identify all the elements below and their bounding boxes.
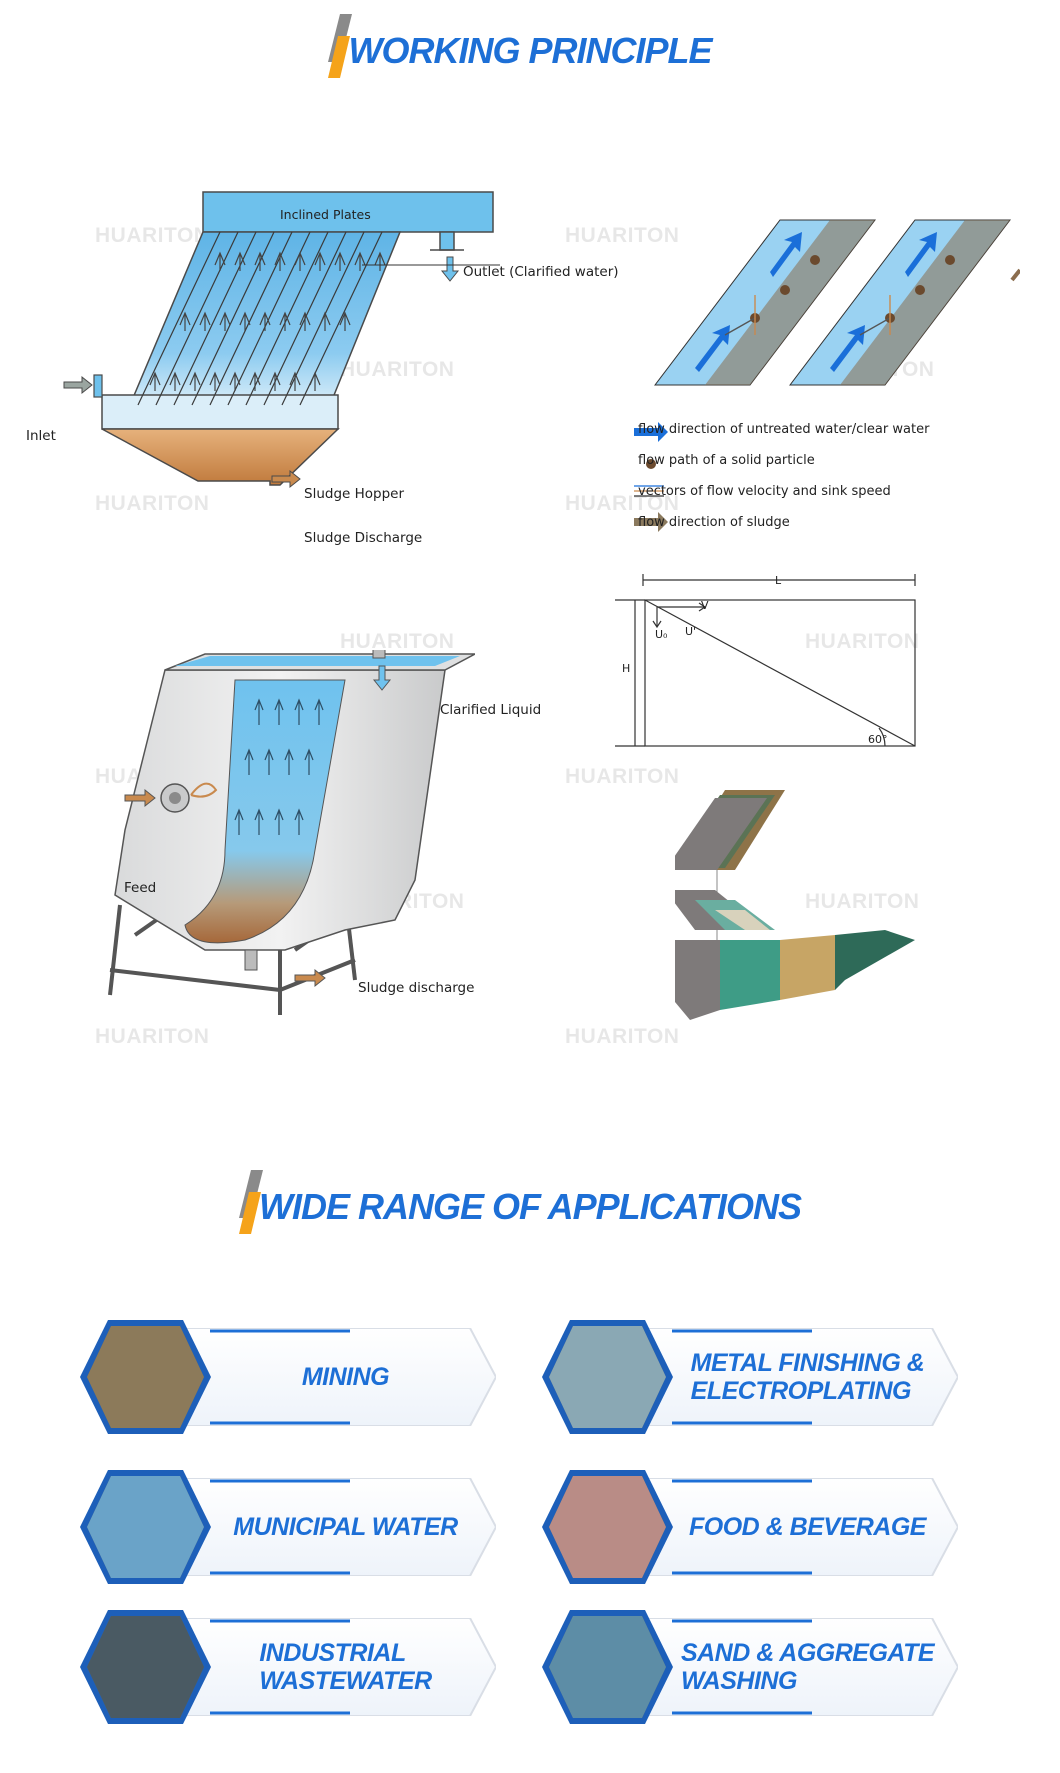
watermark: HUARITON: [95, 492, 210, 515]
legend-item-water: flow direction of untreated water/clear …: [638, 422, 930, 437]
settler-3d-diagram: [108, 650, 475, 1015]
particle-dot-icon: [646, 459, 656, 469]
sand-aggregate-photo-icon: [542, 1610, 673, 1724]
application-label-line2: WASTEWATER: [259, 1667, 432, 1695]
geo-U0-label: U₀: [655, 628, 668, 641]
legend-item-particle: flow path of a solid particle: [638, 453, 815, 468]
application-label-line2: ELECTROPLATING: [690, 1377, 912, 1405]
legend-icons: [634, 422, 668, 532]
geo-V-label: V: [701, 599, 709, 612]
title-deco-icon: [238, 1170, 263, 1234]
application-card-3[interactable]: MUNICIPAL WATER: [78, 1468, 498, 1586]
watermark: HUARITON: [805, 890, 920, 913]
card-banner: [632, 1478, 958, 1576]
application-card-5[interactable]: INDUSTRIAL WASTEWATER: [78, 1608, 498, 1726]
application-label-line1: METAL FINISHING &: [690, 1349, 925, 1377]
application-label-line2: WASHING: [680, 1667, 797, 1695]
section-title-text: WORKING PRINCIPLE: [348, 30, 712, 71]
watermark: HUARITON: [565, 765, 680, 788]
application-label-line1: MUNICIPAL WATER: [233, 1513, 458, 1541]
working-principle-heading: WORKING PRINCIPLE: [0, 14, 1060, 78]
mining-photo-icon: [80, 1320, 211, 1434]
vector-arrows-icon: [634, 485, 664, 497]
application-card-1[interactable]: MINING: [78, 1318, 498, 1436]
geo-angle-label: 60°: [868, 733, 888, 746]
watermark: HUARITON: [565, 1025, 680, 1048]
sludge-arrow-icon: [634, 512, 668, 532]
municipal-water-photo-icon: [80, 1470, 211, 1584]
geometry-diagram: [615, 574, 916, 747]
watermark: HUARITON: [565, 224, 680, 247]
card-banner: [632, 1618, 958, 1716]
title-deco-icon: [328, 14, 353, 78]
section-title-text: WIDE RANGE OF APPLICATIONS: [258, 1186, 802, 1227]
geo-H-label: H: [622, 662, 631, 675]
application-label-line1: MINING: [301, 1363, 390, 1391]
legend-item-sludge: flow direction of sludge: [638, 515, 790, 530]
outlet-label: Outlet (Clarified water): [463, 264, 619, 280]
geo-L-label: L: [775, 574, 782, 587]
metal-finishing-photo-icon: [542, 1320, 673, 1434]
inclined-plates-label: Inclined Plates: [280, 207, 371, 222]
watermark: HUARITON: [805, 630, 920, 653]
feed-label: Feed: [124, 880, 157, 896]
sludge-hopper-label: Sludge Hopper: [304, 486, 405, 502]
application-card-4[interactable]: FOOD & BEVERAGE: [540, 1468, 960, 1586]
geo-U1-label: U': [685, 625, 697, 638]
inlet-label: Inlet: [26, 428, 56, 444]
card-banner: [170, 1328, 496, 1426]
layered-plates-illustration: [675, 790, 915, 1020]
watermark: HUARITON: [340, 630, 455, 653]
plate-detail-diagram: [653, 219, 1020, 386]
watermark: HUARITON: [95, 1025, 210, 1048]
application-label: SAND & AGGREGATE WASHING: [675, 1608, 940, 1726]
legend-item-vectors: vectors of flow velocity and sink speed: [638, 484, 891, 499]
watermark: HUARITON: [565, 492, 680, 515]
application-label: MUNICIPAL WATER: [213, 1468, 478, 1586]
application-label: INDUSTRIAL WASTEWATER: [213, 1608, 478, 1726]
applications-heading: WIDE RANGE OF APPLICATIONS: [0, 1170, 1060, 1234]
application-label-line1: SAND & AGGREGATE: [680, 1639, 935, 1667]
application-label: MINING: [213, 1318, 478, 1436]
sludge-discharge-3d-label: Sludge discharge: [358, 980, 475, 996]
application-label-line1: INDUSTRIAL: [259, 1639, 406, 1667]
application-card-6[interactable]: SAND & AGGREGATE WASHING: [540, 1608, 960, 1726]
settler-cross-section-diagram: [63, 191, 500, 489]
application-label-line1: FOOD & BEVERAGE: [689, 1513, 926, 1541]
card-banner: [170, 1478, 496, 1576]
card-banner: [170, 1618, 496, 1716]
application-card-2[interactable]: METAL FINISHING & ELECTROPLATING: [540, 1318, 960, 1436]
watermark: HUARITON: [95, 224, 210, 247]
card-banner: [632, 1328, 958, 1426]
watermark: HUARITON: [340, 358, 455, 381]
application-label: FOOD & BEVERAGE: [675, 1468, 940, 1586]
application-label: METAL FINISHING & ELECTROPLATING: [675, 1318, 940, 1436]
industrial-wastewater-photo-icon: [80, 1610, 211, 1724]
clarified-liquid-label: Clarified Liquid: [440, 702, 542, 718]
food-beverage-photo-icon: [542, 1470, 673, 1584]
sludge-discharge-label: Sludge Discharge: [304, 530, 423, 546]
blue-arrow-icon: [634, 422, 668, 442]
